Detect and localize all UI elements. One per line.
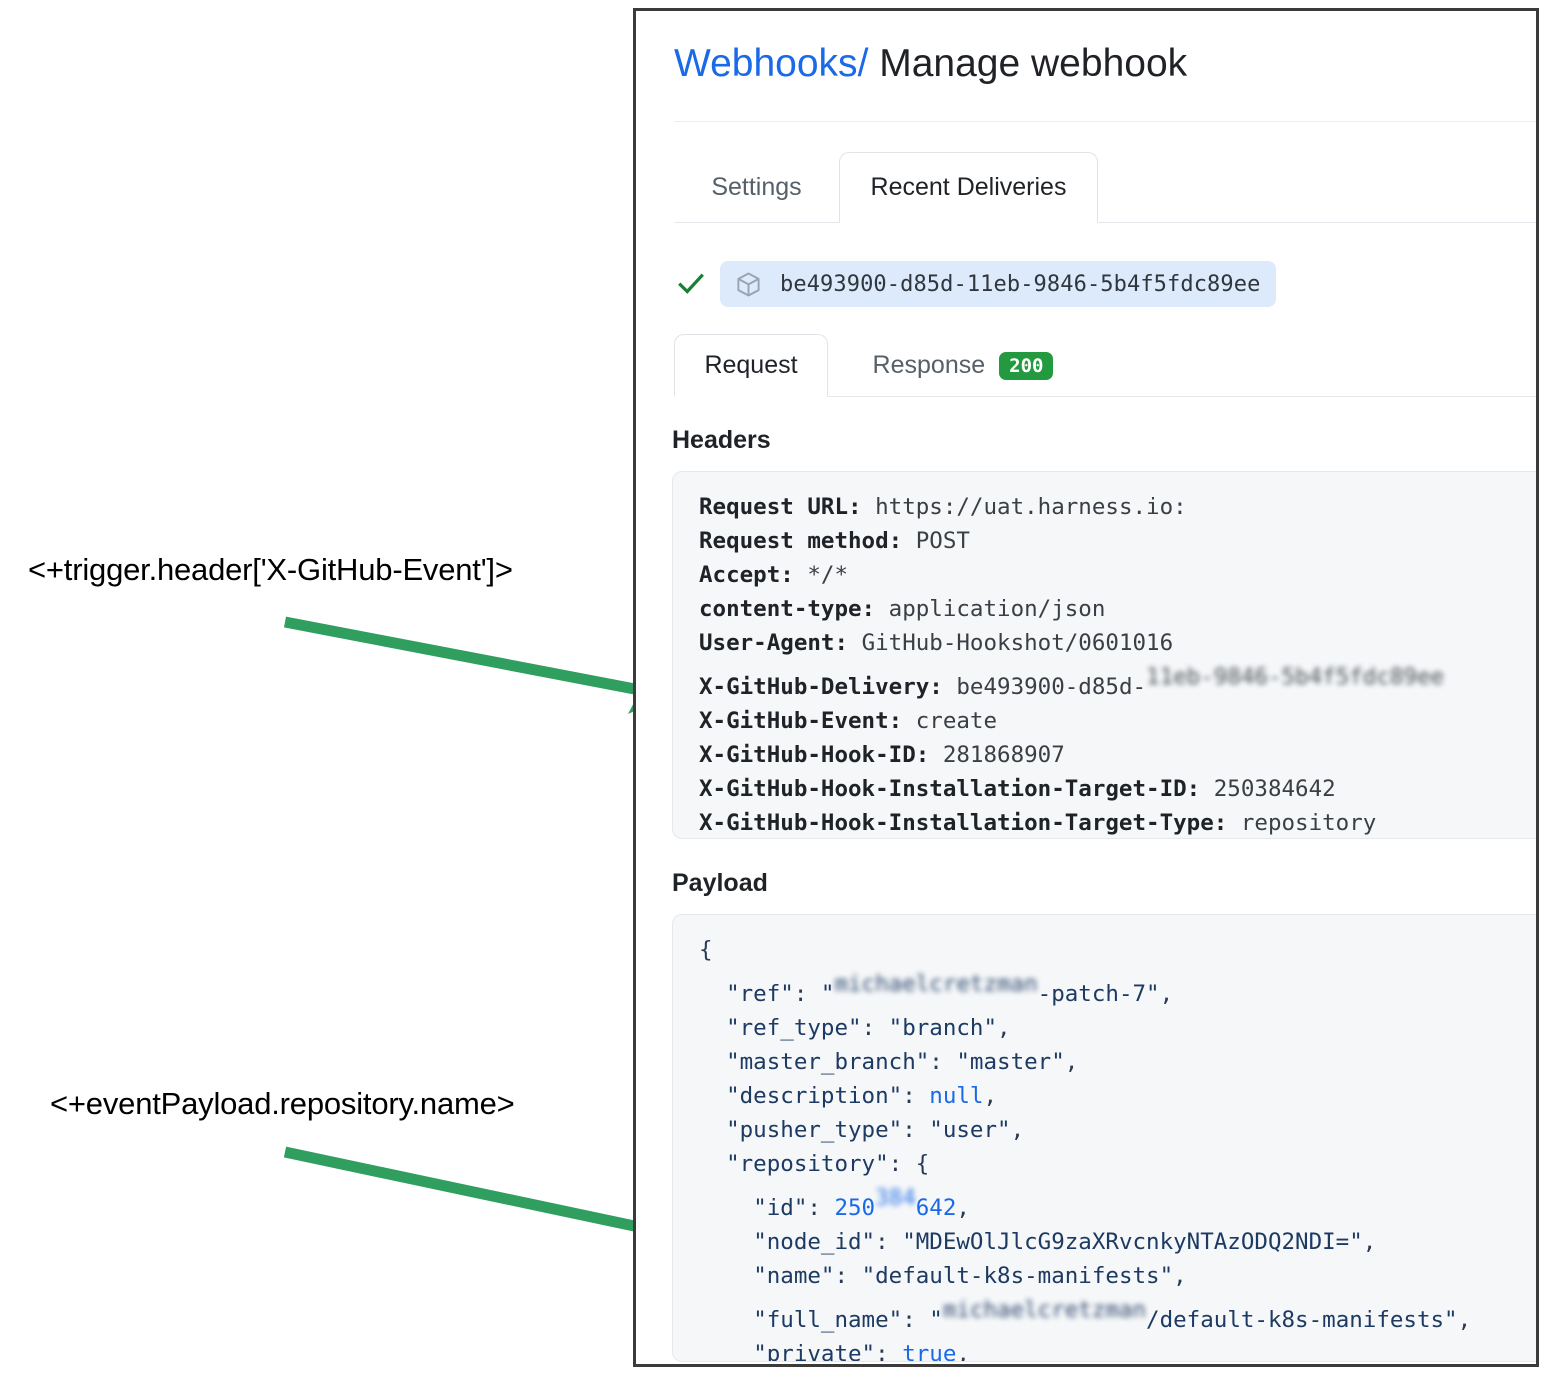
check-icon bbox=[674, 267, 708, 301]
breadcrumb-separator: / bbox=[857, 42, 869, 85]
payload-heading: Payload bbox=[672, 869, 768, 897]
breadcrumb-link-webhooks[interactable]: Webhooks bbox=[674, 42, 858, 85]
tab-recent-deliveries[interactable]: Recent Deliveries bbox=[839, 152, 1098, 223]
payload-line: "pusher_type": "user", bbox=[726, 1117, 1025, 1143]
header-key: X-GitHub-Hook-Installation-Target-ID: bbox=[699, 776, 1201, 802]
header-line: content-type: application/json bbox=[699, 592, 1536, 626]
header-line: X-GitHub-Event: create bbox=[699, 704, 1536, 738]
header-value: 281868907 bbox=[942, 742, 1065, 768]
redacted-owner-name: michaelcretzman bbox=[834, 971, 1038, 997]
annotation-label-trigger-header: <+trigger.header['X-GitHub-Event']> bbox=[28, 552, 513, 587]
header-key: Accept: bbox=[699, 562, 794, 588]
delivery-id-text: be493900-d85d-11eb-9846-5b4f5fdc89ee bbox=[780, 271, 1261, 297]
header-line: User-Agent: GitHub-Hookshot/0601016 bbox=[699, 626, 1536, 660]
payload-line: "private": true, bbox=[753, 1341, 970, 1362]
header-value: application/json bbox=[888, 596, 1106, 622]
header-value: */* bbox=[807, 562, 849, 588]
header-key: content-type: bbox=[699, 596, 876, 622]
header-value: GitHub-Hookshot/0601016 bbox=[861, 630, 1174, 656]
tabs-baseline bbox=[674, 222, 1536, 223]
redacted-delivery-id: 11eb-9846-5b4f5fdc89ee bbox=[1146, 664, 1445, 690]
header-line: Accept: */* bbox=[699, 558, 1536, 592]
payload-line: "ref": "michaelcretzman-patch-7", bbox=[699, 967, 1536, 1011]
header-line: X-GitHub-Hook-Installation-Target-Type: … bbox=[699, 806, 1536, 838]
annotation-label-event-payload: <+eventPayload.repository.name> bbox=[50, 1086, 515, 1121]
cube-icon bbox=[734, 270, 762, 298]
title-divider bbox=[674, 121, 1536, 122]
redacted-repo-id: 384 bbox=[875, 1185, 916, 1211]
payload-line: "master_branch": "master", bbox=[726, 1049, 1079, 1075]
headers-heading: Headers bbox=[672, 426, 771, 454]
headers-code-block: Request URL: https://uat.harness.io: Req… bbox=[672, 471, 1536, 839]
payload-line: "node_id": "MDEwOlJlcG9zaXRvcnkyNTAzODQ2… bbox=[753, 1229, 1377, 1255]
header-value: POST bbox=[915, 528, 970, 554]
header-line: X-GitHub-Hook-ID: 281868907 bbox=[699, 738, 1536, 772]
delivery-id-chip[interactable]: be493900-d85d-11eb-9846-5b4f5fdc89ee bbox=[720, 261, 1277, 307]
header-value: be493900-d85d- bbox=[956, 674, 1147, 700]
header-key: X-GitHub-Hook-ID: bbox=[699, 742, 930, 768]
payload-line: "ref_type": "branch", bbox=[726, 1015, 1011, 1041]
webhook-tabs: Settings Recent Deliveries bbox=[674, 151, 1536, 223]
delivery-row: be493900-d85d-11eb-9846-5b4f5fdc89ee bbox=[674, 261, 1277, 307]
payload-code-block: { "ref": "michaelcretzman-patch-7", "ref… bbox=[672, 914, 1536, 1362]
header-line: X-GitHub-Hook-Installation-Target-ID: 25… bbox=[699, 772, 1536, 806]
header-key: Request URL: bbox=[699, 494, 862, 520]
header-value: https://uat.harness.io: bbox=[875, 494, 1187, 520]
header-value: 250384642 bbox=[1213, 776, 1336, 802]
header-value: repository bbox=[1240, 810, 1377, 836]
payload-line: "description": null, bbox=[726, 1083, 998, 1109]
payload-line: "id": 250384642, bbox=[699, 1181, 1536, 1225]
status-badge: 200 bbox=[999, 351, 1054, 380]
tab-response-label: Response bbox=[872, 351, 986, 379]
header-key: X-GitHub-Delivery: bbox=[699, 674, 943, 700]
header-key: Request method: bbox=[699, 528, 903, 554]
payload-line: "full_name": "michaelcretzman/default-k8… bbox=[699, 1293, 1536, 1337]
redacted-owner-name: michaelcretzman bbox=[942, 1297, 1147, 1323]
header-key: User-Agent: bbox=[699, 630, 849, 656]
header-value: create bbox=[915, 708, 998, 734]
header-line: Request URL: https://uat.harness.io: bbox=[699, 490, 1536, 524]
header-key: X-GitHub-Event: bbox=[699, 708, 903, 734]
breadcrumb: Webhooks/ Manage webhook bbox=[674, 41, 1187, 88]
payload-line: "repository": { bbox=[726, 1151, 930, 1177]
tab-settings[interactable]: Settings bbox=[711, 173, 802, 201]
manage-webhook-panel: Webhooks/ Manage webhook Settings Recent… bbox=[633, 8, 1539, 1367]
page-title: Manage webhook bbox=[879, 42, 1188, 85]
header-line: X-GitHub-Delivery: be493900-d85d-11eb-98… bbox=[699, 660, 1536, 704]
tab-request[interactable]: Request bbox=[674, 334, 828, 397]
request-response-tabs: Request Response 200 bbox=[674, 333, 1536, 397]
payload-line: "name": "default-k8s-manifests", bbox=[753, 1263, 1187, 1289]
header-line: Request method: POST bbox=[699, 524, 1536, 558]
inner-tabs-baseline bbox=[674, 396, 1536, 397]
tab-response[interactable]: Response 200 bbox=[828, 334, 1098, 397]
header-key: X-GitHub-Hook-Installation-Target-Type: bbox=[699, 810, 1228, 836]
annotation-arrow-trigger-header bbox=[283, 616, 672, 714]
payload-line: { bbox=[699, 937, 713, 963]
